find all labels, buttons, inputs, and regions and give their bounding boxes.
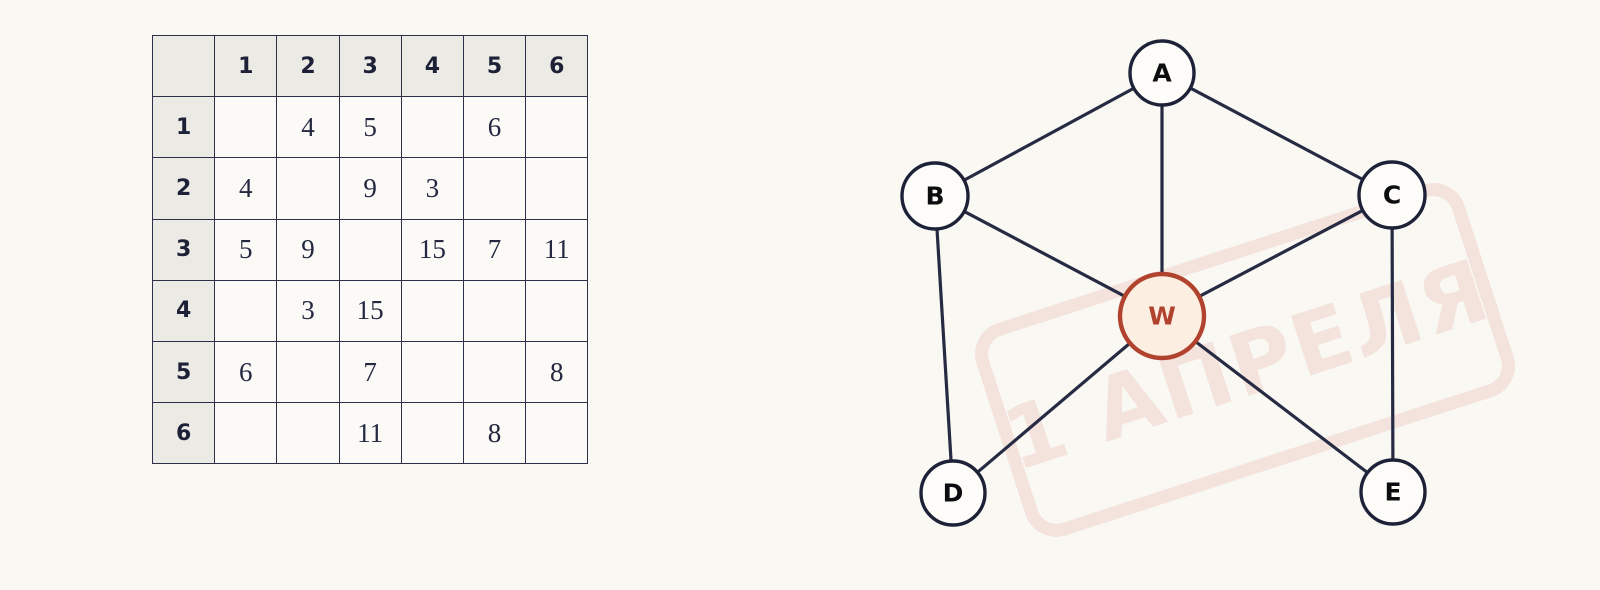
table-row: 1 4 5 6 <box>151 96 589 159</box>
graph-edge-b-d <box>935 226 953 464</box>
adjacency-matrix-table: 1 2 3 4 5 6 1 4 5 6 <box>151 34 589 465</box>
matrix-cell-4-2: 3 <box>276 279 340 342</box>
matrix-cell-6-3: 11 <box>338 402 402 465</box>
matrix-row-header-4: 4 <box>151 279 216 342</box>
matrix-cell-6-5: 8 <box>462 402 527 465</box>
matrix-cell-4-4 <box>400 279 464 342</box>
matrix-cell-1-3: 5 <box>338 96 402 159</box>
matrix-row-header-2: 2 <box>151 157 216 220</box>
graph-edge-w-d <box>975 340 1133 475</box>
matrix-col-header-3: 3 <box>338 34 402 98</box>
node-label-d: D <box>943 479 964 508</box>
table-row: 4 3 15 <box>151 279 589 342</box>
graph-edge-b-w <box>961 209 1128 299</box>
matrix-cell-2-4: 3 <box>400 157 464 220</box>
graph-edges <box>935 85 1395 475</box>
node-circle-d <box>919 459 987 527</box>
matrix-cell-6-4 <box>400 402 464 465</box>
matrix-body: 1 4 5 6 2 4 9 3 3 <box>151 96 589 465</box>
node-circle-e <box>1359 458 1427 526</box>
node-circle-c <box>1357 160 1427 230</box>
node-circle-b <box>900 161 970 231</box>
matrix-cell-1-4 <box>400 96 464 159</box>
node-circle-a <box>1128 39 1196 107</box>
matrix-cell-3-3 <box>338 218 402 281</box>
table-row: 5 6 7 8 <box>151 340 589 404</box>
graph-node-b[interactable]: B <box>900 161 970 231</box>
graph-edge-a-b <box>961 86 1137 183</box>
matrix-cell-5-5 <box>462 340 527 404</box>
graph-node-e[interactable]: E <box>1359 458 1427 526</box>
matrix-col-header-6: 6 <box>525 34 589 98</box>
matrix-cell-2-3: 9 <box>338 157 402 220</box>
matrix-head: 1 2 3 4 5 6 <box>151 34 589 98</box>
stamp-border <box>975 183 1515 537</box>
graph-node-c[interactable]: C <box>1357 160 1427 230</box>
matrix-row-header-1: 1 <box>151 96 216 159</box>
april-first-stamp: 1 АПРЕЛЯ <box>975 183 1515 537</box>
stamp-text: 1 АПРЕЛЯ <box>992 240 1502 491</box>
matrix-col-header-2: 2 <box>276 34 340 98</box>
graph-edge-w-e <box>1193 339 1370 475</box>
matrix-col-header-4: 4 <box>400 34 464 98</box>
matrix-cell-3-5: 7 <box>462 218 527 281</box>
matrix-cell-4-1 <box>214 279 278 342</box>
matrix-cell-1-5: 6 <box>462 96 527 159</box>
matrix-cell-1-6 <box>525 96 589 159</box>
matrix-cell-5-1: 6 <box>214 340 278 404</box>
matrix-col-header-1: 1 <box>214 34 278 98</box>
graph-edge-c-w <box>1196 208 1366 299</box>
node-label-e: E <box>1384 478 1401 507</box>
matrix-cell-5-3: 7 <box>338 340 402 404</box>
graph-node-a[interactable]: A <box>1128 39 1196 107</box>
table-row: 3 5 9 15 7 11 <box>151 218 589 281</box>
matrix-cell-3-2: 9 <box>276 218 340 281</box>
matrix-row-header-5: 5 <box>151 340 216 404</box>
matrix-cell-6-2 <box>276 402 340 465</box>
graph-nodes: A B C W D E <box>900 39 1427 527</box>
node-label-b: B <box>925 182 944 211</box>
matrix-col-header-5: 5 <box>462 34 527 98</box>
node-circle-w <box>1117 271 1207 361</box>
table-row: 2 4 9 3 <box>151 157 589 220</box>
matrix-cell-1-1 <box>214 96 278 159</box>
matrix-header-row: 1 2 3 4 5 6 <box>151 34 589 98</box>
matrix-cell-2-5 <box>462 157 527 220</box>
matrix-cell-5-4 <box>400 340 464 404</box>
matrix-cell-2-6 <box>525 157 589 220</box>
node-label-c: C <box>1383 181 1401 210</box>
matrix-cell-6-6 <box>525 402 589 465</box>
matrix-cell-3-4: 15 <box>400 218 464 281</box>
table-row: 6 11 8 <box>151 402 589 465</box>
graph-edge-c-e <box>1390 225 1395 463</box>
matrix-cell-4-3: 15 <box>338 279 402 342</box>
matrix-cell-5-6: 8 <box>525 340 589 404</box>
graph-node-d[interactable]: D <box>919 459 987 527</box>
matrix-cell-5-2 <box>276 340 340 404</box>
matrix-cell-2-1: 4 <box>214 157 278 220</box>
matrix-cell-6-1 <box>214 402 278 465</box>
matrix-cell-4-5 <box>462 279 527 342</box>
matrix-cell-3-1: 5 <box>214 218 278 281</box>
matrix-row-header-6: 6 <box>151 402 216 465</box>
matrix-cell-2-2 <box>276 157 340 220</box>
graph-node-w[interactable]: W <box>1117 271 1207 361</box>
matrix-cell-4-6 <box>525 279 589 342</box>
node-label-a: A <box>1152 59 1172 88</box>
graph-edge-a-c <box>1187 85 1366 182</box>
matrix-cell-3-6: 11 <box>525 218 589 281</box>
node-label-w: W <box>1148 302 1176 331</box>
matrix-row-header-3: 3 <box>151 218 216 281</box>
matrix-panel: 1 2 3 4 5 6 1 4 5 6 <box>151 34 589 465</box>
matrix-corner-cell <box>151 34 216 98</box>
matrix-cell-1-2: 4 <box>276 96 340 159</box>
